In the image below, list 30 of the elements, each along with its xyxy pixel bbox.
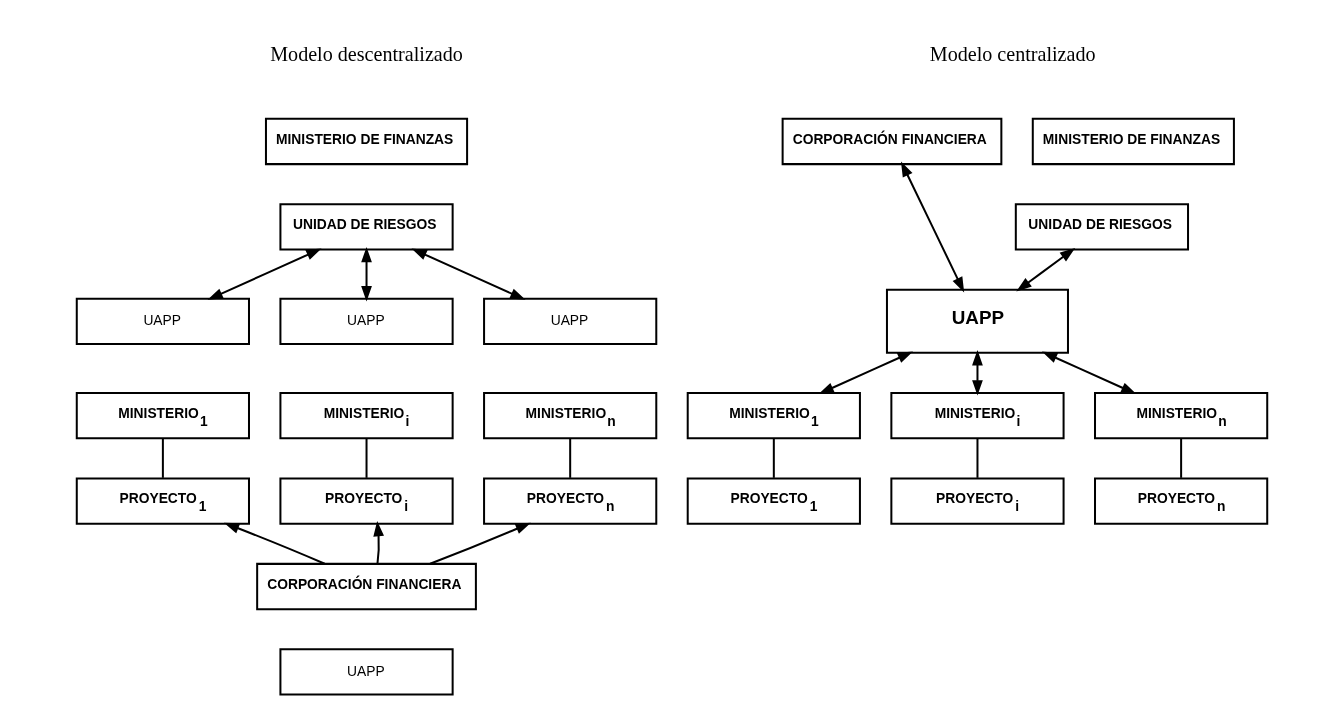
node-box: MINISTERIO DE FINANZAS: [1031, 117, 1235, 166]
arrow: [429, 522, 531, 565]
connector: [975, 438, 978, 478]
connector: [772, 438, 775, 478]
node-box: UNIDAD DE RIESGOS: [1014, 203, 1189, 251]
arrow: [971, 350, 983, 396]
arrow: [818, 351, 913, 395]
connector: [1179, 438, 1182, 478]
node-box: MINISTERIO DE FINANZAS: [264, 117, 468, 166]
arrow: [1015, 247, 1075, 292]
arrow: [411, 248, 525, 300]
connector: [365, 438, 368, 478]
connector: [568, 438, 571, 478]
connector: [161, 438, 164, 478]
node-box: UAPP: [278, 648, 454, 696]
label: Modelo centralizado: [929, 42, 1096, 65]
node-box: UAPP: [482, 297, 657, 345]
arrow: [360, 246, 372, 302]
label: Modelo descentralizado: [269, 42, 463, 65]
node-box: UNIDAD DE RIESGOS: [278, 203, 454, 251]
arrow: [207, 248, 322, 300]
arrow: [1041, 351, 1136, 395]
arrow: [223, 522, 325, 565]
arrow: [900, 161, 964, 293]
node-box: CORPORACIÓN FINANCIERA: [781, 117, 1002, 166]
node-box: UAPP: [278, 297, 454, 345]
arrow: [372, 521, 384, 564]
node-box: UAPP: [75, 297, 250, 345]
node-box: UAPP: [885, 288, 1069, 354]
node-box: CORPORACIÓN FINANCIERA: [255, 562, 477, 611]
